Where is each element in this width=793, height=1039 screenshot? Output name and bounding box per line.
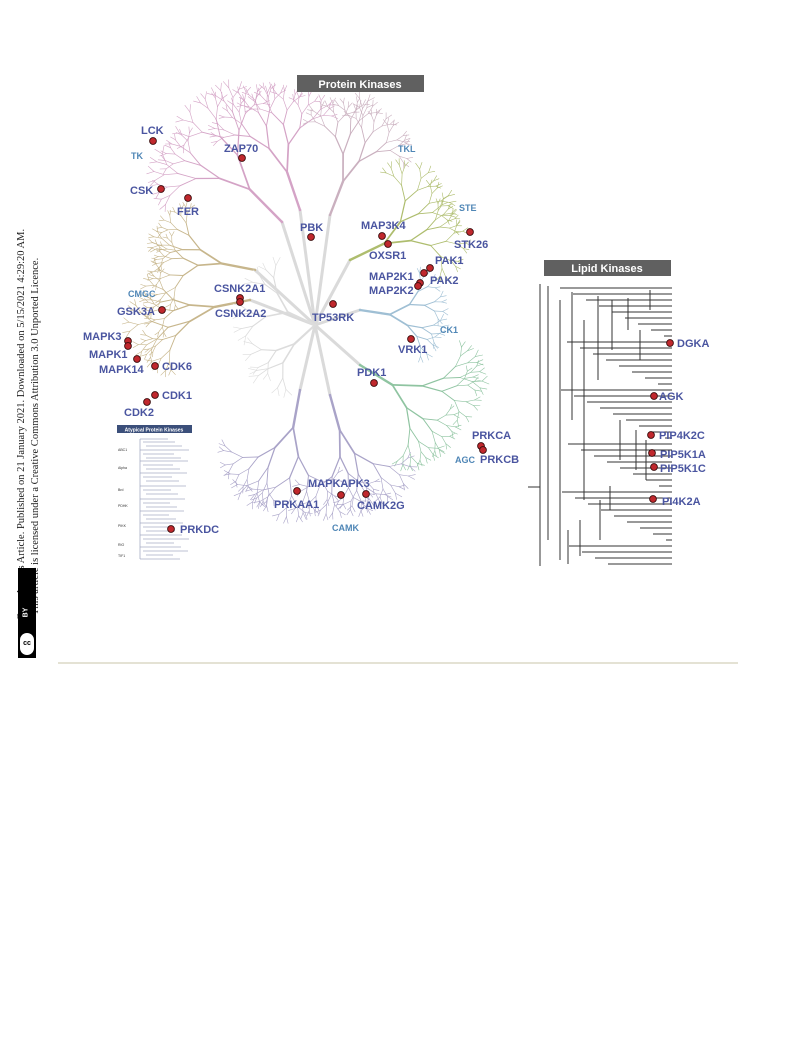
- hit-marker-csk: [157, 185, 165, 193]
- atypical-label-tif1: TIF1: [118, 554, 125, 558]
- lipid-hit-marker-pi4k2a: [649, 495, 657, 503]
- lipid-label-pip4k2c: PIP4K2C: [659, 430, 705, 442]
- kinase-label-cdk1: CDK1: [162, 390, 192, 402]
- kinase-label-pak2: PAK2: [430, 275, 459, 287]
- hit-marker-cdk6: [151, 362, 159, 370]
- hit-marker-map2k2: [414, 282, 422, 290]
- hit-marker-pbk: [307, 233, 315, 241]
- lipid-hit-marker-pip4k2c: [647, 431, 655, 439]
- hit-marker-csnk2a2: [236, 298, 244, 306]
- lipid-dendrogram: [528, 284, 672, 566]
- kinase-label-mapkapk3: MAPKAPK3: [308, 478, 370, 490]
- hit-marker-map2k1: [420, 269, 428, 277]
- by-label: BY: [22, 607, 30, 618]
- kinase-label-camk2g: CAMK2G: [357, 500, 405, 512]
- cc-by-badge[interactable]: BY cc: [18, 568, 36, 658]
- hit-marker-prkdc: [167, 525, 175, 533]
- protein-kinases-title: Protein Kinases: [318, 79, 401, 91]
- lipid-label-pip5k1a: PIP5K1A: [660, 449, 706, 461]
- atypical-label-rio: RIO: [118, 543, 125, 547]
- hit-marker-lck: [149, 137, 157, 145]
- hit-marker-zap70: [238, 154, 246, 162]
- kinase-label-fer: FER: [177, 206, 199, 218]
- hit-marker-vrk1: [407, 335, 415, 343]
- hit-marker-prkaa1: [293, 487, 301, 495]
- family-label-ck1: CK1: [440, 325, 458, 335]
- kinase-label-prkdc: PRKDC: [180, 524, 219, 536]
- kinase-label-csk: CSK: [130, 185, 153, 197]
- kinase-label-map3k4: MAP3K4: [361, 220, 407, 232]
- cc-icon: cc: [20, 633, 34, 655]
- atypical-label-brd: Brd: [118, 488, 124, 492]
- atypical-label-pikk: PIKK: [118, 524, 127, 528]
- lipid-label-pi4k2a: PI4K2A: [662, 496, 701, 508]
- family-label-agc: AGC: [455, 455, 476, 465]
- family-label-tkl: TKL: [398, 144, 416, 154]
- atypical-kinases-header: [117, 425, 192, 433]
- kinase-label-csnk2a2: CSNK2A2: [215, 308, 266, 320]
- family-label-camk: CAMK: [332, 523, 359, 533]
- atypical-kinases-inset: Atypical Protein Kinases ABC1 Alpha Brd …: [117, 425, 192, 560]
- kinase-label-map2k1: MAP2K1: [369, 271, 414, 283]
- kinase-label-pbk: PBK: [300, 222, 323, 234]
- kinase-label-mapk3: MAPK3: [83, 331, 122, 343]
- hit-marker-cdk1: [151, 391, 159, 399]
- atypical-label-abc1: ABC1: [118, 448, 127, 452]
- lipid-hit-marker-agk: [650, 392, 658, 400]
- tree-branches: [121, 79, 490, 524]
- kinase-label-cdk6: CDK6: [162, 361, 192, 373]
- kinase-label-lck: LCK: [141, 125, 164, 137]
- family-label-cmgc: CMGC: [128, 289, 156, 299]
- article-info-text: Open Access Article. Published on 21 Jan…: [16, 228, 27, 620]
- hit-marker-oxsr1: [384, 240, 392, 248]
- lipid-kinases-panel: Lipid Kinases: [528, 260, 672, 566]
- lipid-kinases-title: Lipid Kinases: [571, 263, 643, 275]
- hit-marker-mapk14: [133, 355, 141, 363]
- atypical-label-alpha: Alpha: [118, 466, 127, 470]
- kinase-label-pak1: PAK1: [435, 255, 464, 267]
- atypical-label-pdhk: PDHK: [118, 504, 128, 508]
- license-text[interactable]: This article is licensed under a Creativ…: [30, 257, 41, 615]
- hit-marker-mapkapk3: [337, 491, 345, 499]
- hit-marker-pdk1: [370, 379, 378, 387]
- lipid-hit-marker-pip5k1a: [648, 449, 656, 457]
- kinase-label-pdk1: PDK1: [357, 367, 386, 379]
- kinase-label-mapk14: MAPK14: [99, 364, 145, 376]
- hit-marker-tp53rk: [329, 300, 337, 308]
- kinase-label-stk26: STK26: [454, 239, 488, 251]
- protein-kinases-header: [297, 75, 424, 92]
- lipid-kinases-header: [544, 260, 671, 276]
- kinase-label-prkaa1: PRKAA1: [274, 499, 319, 511]
- kinase-label-gsk3a: GSK3A: [117, 306, 155, 318]
- hit-marker-cdk2: [143, 398, 151, 406]
- kinase-label-tp53rk: TP53RK: [312, 312, 354, 324]
- kinase-label-prkca: PRKCA: [472, 430, 511, 442]
- family-label-tk: TK: [131, 151, 143, 161]
- hit-marker-stk26: [466, 228, 474, 236]
- kinase-label-map2k2: MAP2K2: [369, 285, 414, 297]
- kinase-label-prkcb: PRKCB: [480, 454, 519, 466]
- hit-marker-pak1: [426, 264, 434, 272]
- lipid-label-dgka: DGKA: [677, 338, 709, 350]
- kinase-label-csnk2a1: CSNK2A1: [214, 283, 265, 295]
- kinase-label-zap70: ZAP70: [224, 143, 258, 155]
- kinase-label-vrk1: VRK1: [398, 344, 427, 356]
- hit-marker-mapk1: [124, 342, 132, 350]
- hit-marker-camk2g: [362, 490, 370, 498]
- hit-marker-prkcb: [479, 446, 487, 454]
- hit-marker-fer: [184, 194, 192, 202]
- kinase-label-mapk1: MAPK1: [89, 349, 128, 361]
- lipid-label-agk: AGK: [659, 391, 684, 403]
- lipid-hit-marker-dgka: [666, 339, 674, 347]
- atypical-kinases-title: Atypical Protein Kinases: [125, 428, 184, 434]
- lipid-label-pip5k1c: PIP5K1C: [660, 463, 706, 475]
- hit-marker-gsk3a: [158, 306, 166, 314]
- kinase-label-oxsr1: OXSR1: [369, 250, 406, 262]
- kinase-label-cdk2: CDK2: [124, 407, 154, 419]
- family-label-ste: STE: [459, 203, 477, 213]
- lipid-hit-marker-pip5k1c: [650, 463, 658, 471]
- hit-marker-map3k4: [378, 232, 386, 240]
- page-divider: [58, 662, 738, 664]
